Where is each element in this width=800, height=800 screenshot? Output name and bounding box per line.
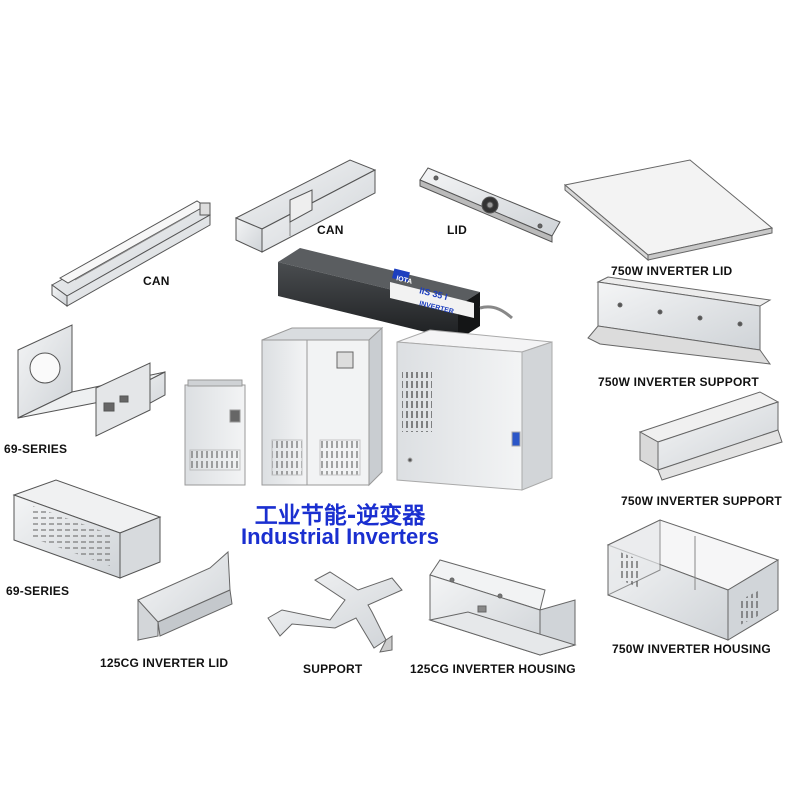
inverter-housing-125cg-illustration [428, 559, 577, 656]
inverter-support-750w-lower-illustration [638, 391, 783, 481]
inverter-support-750w-lower-label: 750W INVERTER SUPPORT [621, 494, 782, 508]
inverter-lid-750w-label: 750W INVERTER LID [611, 264, 733, 278]
iota-ballast-illustration [278, 248, 513, 340]
series-69-frame-label: 69-SERIES [4, 442, 68, 456]
floor-cabinets-illustration [184, 326, 384, 487]
inverter-lid-750w-illustration [563, 159, 774, 262]
inverter-housing-750w-illustration [606, 519, 780, 641]
can-top-illustration [234, 159, 377, 253]
series-69-frame-illustration [17, 324, 166, 437]
inverter-housing-750w-label: 750W INVERTER HOUSING [612, 642, 771, 656]
inverter-support-750w-upper-illustration [587, 276, 772, 365]
support-label: SUPPORT [303, 662, 363, 676]
can-left-illustration [51, 200, 211, 307]
series-69-cover-illustration [12, 479, 162, 579]
can-left-label: CAN [143, 274, 170, 288]
lid-label: LID [447, 223, 467, 237]
support-bracket-illustration [267, 571, 403, 653]
ballast-brand-label: IOTA [395, 275, 412, 286]
inverter-housing-125cg-label: 125CG INVERTER HOUSING [410, 662, 576, 676]
lid-illustration [419, 167, 561, 243]
inverter-lid-125cg-label: 125CG INVERTER LID [100, 656, 229, 670]
heading-chinese: 工业节能-逆变器 [254, 503, 426, 529]
can-top-label: CAN [317, 223, 344, 237]
inverter-lid-125cg-illustration [137, 550, 233, 642]
heading-english: Industrial Inverters [240, 524, 440, 549]
inverter-support-750w-upper-label: 750W INVERTER SUPPORT [598, 375, 759, 389]
series-69-cover-label: 69-SERIES [6, 584, 70, 598]
cube-inverter-illustration [396, 329, 553, 491]
